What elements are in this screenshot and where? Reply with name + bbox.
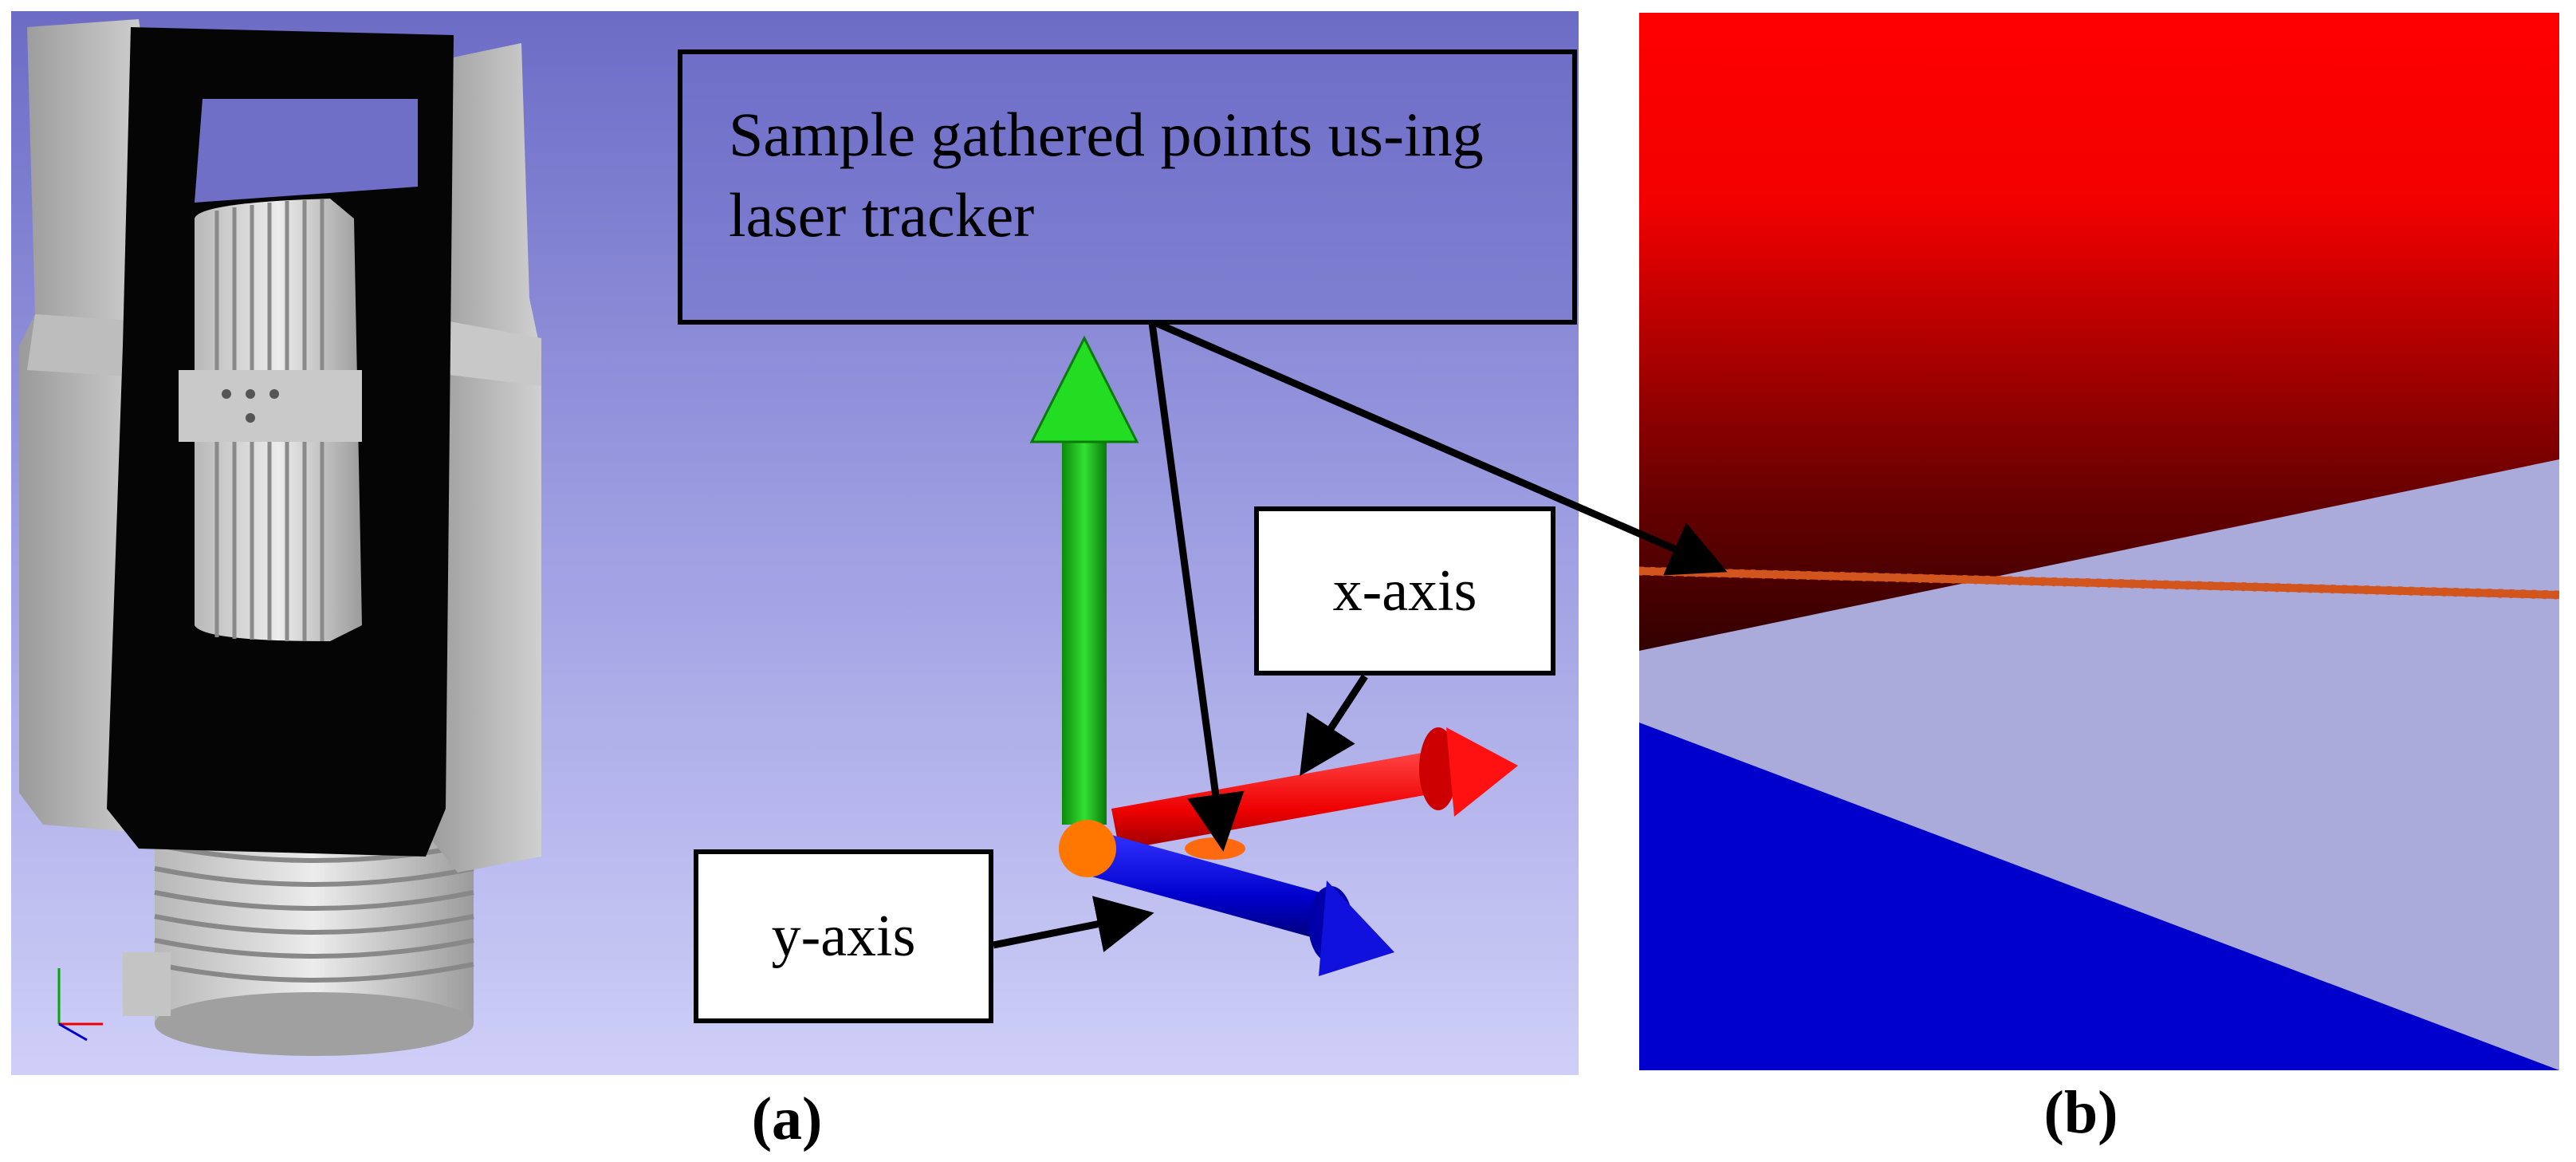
callout-pointer-to-origin [1148, 322, 1245, 852]
callout-pointer-to-zoom [1154, 319, 1728, 576]
zoomed-scene [1639, 13, 2559, 1070]
sample-points-callout: Sample gathered points us-ing laser trac… [678, 49, 1577, 325]
caption-b: (b) [2043, 1079, 2118, 1146]
z-axis-arrow [1029, 335, 1139, 825]
y-label-pointer [993, 896, 1154, 952]
blue-plane [1639, 723, 2559, 1070]
measured-points-line [1639, 566, 2559, 600]
panel-b-zoom-view [1639, 13, 2559, 1070]
callout-text: Sample gathered points us-ing laser trac… [729, 100, 1484, 250]
y-axis-arrow [1091, 833, 1394, 976]
y-axis-label: y-axis [694, 849, 993, 1023]
caption-a: (a) [751, 1085, 823, 1152]
tracker-telescope [179, 199, 362, 641]
red-plane [1639, 13, 2559, 651]
x-label-pointer [1300, 674, 1368, 777]
x-axis-label-text: x-axis [1332, 557, 1477, 624]
tracker-base [123, 833, 474, 1056]
view-triad-icon [57, 968, 103, 1042]
y-axis-label-text: y-axis [771, 903, 916, 969]
laser-tracker-scene [19, 19, 1518, 1056]
x-axis-label: x-axis [1254, 506, 1555, 676]
origin-sphere [1059, 820, 1116, 877]
